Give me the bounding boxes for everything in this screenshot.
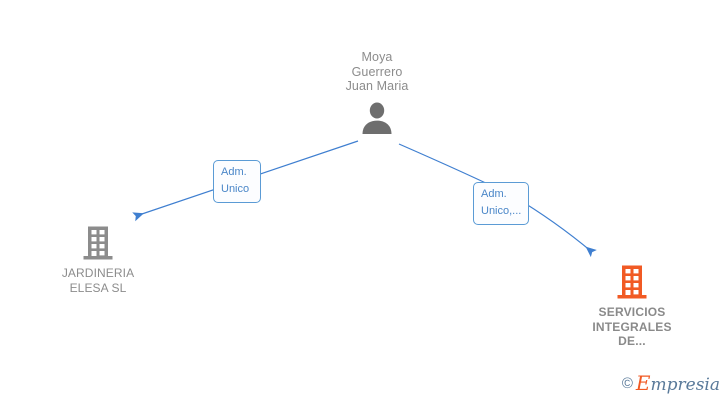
company-name-label: JARDINERIA ELESA SL — [61, 266, 135, 295]
brand-initial: E — [635, 371, 651, 395]
empresia-watermark: © Empresia — [622, 373, 720, 394]
company-node-servicios-integrales-de[interactable]: SERVICIOS INTEGRALES DE... — [562, 265, 702, 349]
edge-label-adm-unico-left[interactable]: Adm. Unico — [213, 160, 261, 203]
brand-rest: mpresia — [650, 375, 721, 395]
brand-name: Empresia — [636, 373, 720, 394]
company-node-jardineria-elesa-sl[interactable]: JARDINERIA ELESA SL — [28, 226, 168, 295]
building-icon — [617, 265, 647, 299]
edge-label-adm-unico-right[interactable]: Adm. Unico,... — [473, 182, 529, 225]
building-icon — [83, 226, 113, 260]
copyright-icon: © — [621, 375, 633, 392]
person-icon — [362, 102, 392, 134]
company-name-label: SERVICIOS INTEGRALES DE... — [592, 305, 672, 348]
person-node[interactable]: Moya Guerrero Juan Maria — [313, 50, 441, 134]
person-name-label: Moya Guerrero Juan Maria — [345, 50, 409, 94]
